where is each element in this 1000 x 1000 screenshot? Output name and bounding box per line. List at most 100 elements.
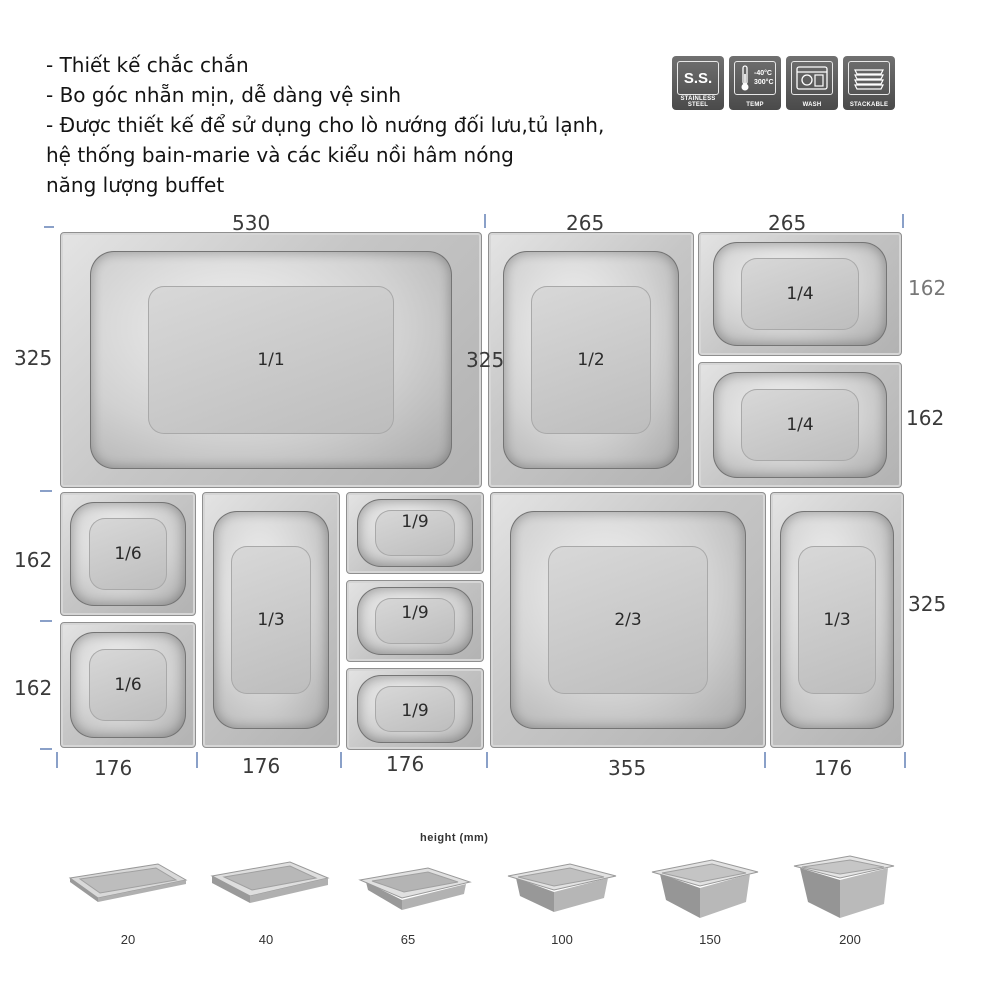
pan-ninth-size-middle: 1/9 — [346, 580, 484, 662]
pan-base — [740, 258, 860, 330]
temp-max: 300°C — [754, 79, 774, 86]
badge-label: TEMP — [746, 102, 764, 108]
dimension-label: 176 — [386, 752, 425, 776]
dimension-label: 325 — [14, 346, 53, 370]
pan-size-label: 1/6 — [114, 675, 142, 695]
pan-ninth-size-bottom: 1/9 — [346, 668, 484, 750]
feature-badges: S.S. STAINLESS STEEL -40°C 300°C TEMP — [672, 56, 895, 112]
pan-base — [148, 285, 394, 435]
dimension-tick — [902, 214, 904, 228]
dimension-tick — [44, 226, 54, 228]
pan-well — [503, 250, 679, 470]
pan-size-label: 1/9 — [401, 700, 429, 721]
stackable-icon — [854, 69, 884, 90]
dimension-label: 162 — [908, 276, 947, 300]
pan-height-20 — [68, 863, 188, 902]
wash-badge-inner — [791, 61, 833, 95]
dimension-label: 530 — [232, 211, 271, 235]
dimension-tick — [40, 620, 52, 622]
pan-base — [88, 518, 168, 590]
dimension-label: 176 — [94, 756, 133, 780]
pan-size-label: 2/3 — [614, 610, 642, 630]
stack-badge-inner — [848, 61, 890, 95]
badge-label: WASH — [802, 102, 822, 108]
pan-well — [713, 371, 887, 479]
badge-label: STAINLESS STEEL — [680, 96, 716, 108]
pan-base — [531, 285, 651, 435]
pan-size-label: 1/4 — [786, 284, 814, 304]
pan-sixth-size-bottom: 1/6 — [60, 622, 196, 748]
dimension-tick — [340, 752, 342, 768]
pan-well — [713, 241, 887, 347]
dimension-label: 265 — [566, 211, 605, 235]
temp-badge-inner: -40°C 300°C — [734, 61, 776, 95]
pan-size-label: 1/6 — [114, 544, 142, 564]
pan-size-label: 1/9 — [401, 603, 429, 623]
pan-well — [356, 674, 474, 744]
dimension-tick — [764, 752, 766, 768]
feature-line: năng lượng buffet — [46, 173, 225, 197]
temp-min: -40°C — [754, 70, 772, 77]
ss-symbol: S.S. — [683, 69, 713, 87]
pan-base — [375, 509, 455, 557]
pan-sixth-size-top: 1/6 — [60, 492, 196, 616]
pan-third-size-left: 1/3 — [202, 492, 340, 748]
height-label: 100 — [551, 932, 573, 947]
feature-line: - Thiết kế chắc chắn — [46, 53, 249, 77]
pan-base — [740, 388, 860, 462]
dimension-label: 325 — [466, 348, 505, 372]
dimension-tick — [196, 752, 198, 768]
pan-height-100 — [507, 863, 617, 912]
pan-third-size-right: 1/3 — [770, 492, 904, 748]
feature-line: hệ thống bain-marie và các kiểu nồi hâm … — [46, 143, 514, 167]
pan-two-thirds-size: 2/3 — [490, 492, 766, 748]
dimension-label: 325 — [908, 592, 947, 616]
dimension-tick — [56, 752, 58, 768]
dimension-label: 355 — [608, 756, 647, 780]
dimension-tick — [484, 214, 486, 228]
pan-quarter-size-top: 1/4 — [698, 232, 902, 356]
pan-well — [70, 501, 186, 607]
pan-height-65 — [358, 867, 472, 910]
dimension-label: 176 — [242, 754, 281, 778]
stackable-badge: STACKABLE — [843, 56, 895, 110]
pan-well — [510, 510, 746, 730]
badge-label: STACKABLE — [849, 102, 889, 108]
pan-well — [356, 498, 474, 568]
pan-half-size: 1/2 — [488, 232, 694, 488]
pan-size-label: 1/9 — [401, 511, 429, 532]
pan-base — [88, 648, 168, 722]
dimension-tick — [40, 490, 52, 492]
stainless-steel-icon: S.S. — [677, 61, 719, 95]
height-label: 40 — [258, 932, 274, 947]
dimension-label: 176 — [814, 756, 853, 780]
pan-quarter-size-bottom: 1/4 — [698, 362, 902, 488]
dimension-label: 265 — [768, 211, 807, 235]
temp-badge: -40°C 300°C TEMP — [729, 56, 781, 110]
pan-ninth-size-top: 1/9 — [346, 492, 484, 574]
pan-well — [780, 510, 894, 730]
dimension-label: 162 — [906, 406, 945, 430]
height-label: 150 — [699, 932, 721, 947]
pan-full-size: 1/1 — [60, 232, 482, 488]
pan-size-label: 1/2 — [577, 350, 605, 370]
pan-base — [231, 545, 311, 695]
pan-size-label: 1/3 — [823, 610, 851, 630]
feature-list: - Thiết kế chắc chắn - Bo góc nhẵn mịn, … — [46, 50, 686, 200]
height-label: 65 — [400, 932, 416, 947]
pan-height-150 — [651, 859, 759, 918]
height-label: 200 — [839, 932, 861, 947]
feature-line: - Bo góc nhẵn mịn, dễ dàng vệ sinh — [46, 83, 402, 107]
height-label: 20 — [120, 932, 136, 947]
pan-height-40 — [210, 861, 330, 903]
dimension-tick — [40, 748, 52, 750]
pan-base — [547, 545, 709, 695]
feature-line: - Được thiết kế để sử dụng cho lò nướng … — [46, 113, 605, 137]
height-title: height (mm) — [420, 832, 489, 844]
dimension-tick — [486, 752, 488, 768]
pan-size-label: 1/3 — [257, 610, 285, 630]
dimension-label: 162 — [14, 548, 53, 572]
dimension-label: 162 — [14, 676, 53, 700]
pan-height-200 — [793, 855, 895, 918]
thermometer-icon — [741, 65, 749, 91]
